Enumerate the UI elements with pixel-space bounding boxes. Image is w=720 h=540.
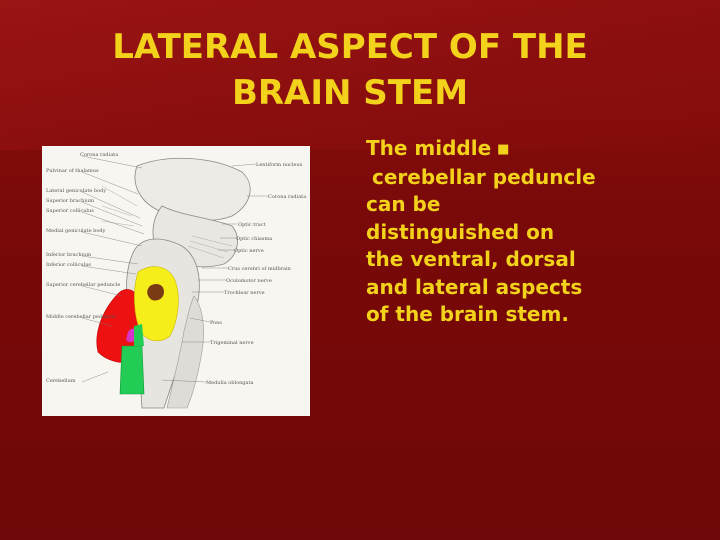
label-right-1: Corona radiata [268, 194, 306, 200]
label-right-5: Crus cerebri of midbrain [228, 266, 292, 272]
label-left-2: Lateral geniculate body [46, 188, 106, 194]
label-left-4: Superior colliculus [46, 208, 94, 214]
title-band [0, 0, 720, 150]
slide-title-line-2: BRAIN STEM [231, 73, 469, 113]
label-right-8: Pons [210, 320, 222, 326]
label-right-7: Trochlear nerve [224, 290, 265, 296]
slide-title: LATERAL ASPECT OF THE BRAIN STEM [60, 24, 640, 116]
body-line-1-text: The middle [366, 136, 492, 160]
label-left-9: Middle cerebellar peduncle [46, 314, 116, 320]
body-line-3: can be [366, 192, 441, 216]
label-left-0: Corona radiata [80, 152, 118, 158]
bullet-icon: ■ [497, 142, 510, 157]
slide-title-line-1: LATERAL ASPECT OF THE [112, 27, 588, 67]
body-line-1: The middle ■ [366, 135, 706, 164]
brainstem-drawing: Corona radiata Pulvinar of thalamus Late… [46, 152, 306, 409]
label-right-6: Oculomotor nerve [226, 278, 272, 284]
label-right-9: Trigeminal nerve [210, 340, 254, 346]
label-left-6: Inferior brachium [46, 252, 91, 258]
body-line-6: and lateral aspects [366, 274, 583, 299]
label-right-3: Optic chiasma [236, 236, 272, 242]
label-left-8: Superior cerebellar peduncle [46, 282, 120, 288]
label-left-3: Superior brachium [46, 198, 94, 204]
brainstem-illustration: Corona radiata Pulvinar of thalamus Late… [42, 146, 310, 416]
body-line-7: of the brain stem. [366, 302, 569, 326]
body-line-2: cerebellar peduncle [372, 164, 596, 189]
label-left-10: Cerebellum [46, 378, 76, 384]
label-right-2: Optic tract [238, 222, 266, 228]
label-right-4: Optic nerve [234, 248, 264, 254]
label-right-0: Lentiform nucleus [256, 162, 303, 168]
label-left-5: Medial geniculate body [46, 228, 106, 234]
label-left-7: Inferior colliculus [46, 262, 91, 268]
label-left-1: Pulvinar of thalamus [46, 168, 99, 174]
body-line-4: distinguished on [366, 219, 555, 244]
body-text: The middle ■ cerebellar peduncle can be d… [366, 135, 706, 329]
body-line-5: the ventral, dorsal [366, 247, 576, 271]
label-right-10: Medulla oblongata [206, 380, 253, 386]
